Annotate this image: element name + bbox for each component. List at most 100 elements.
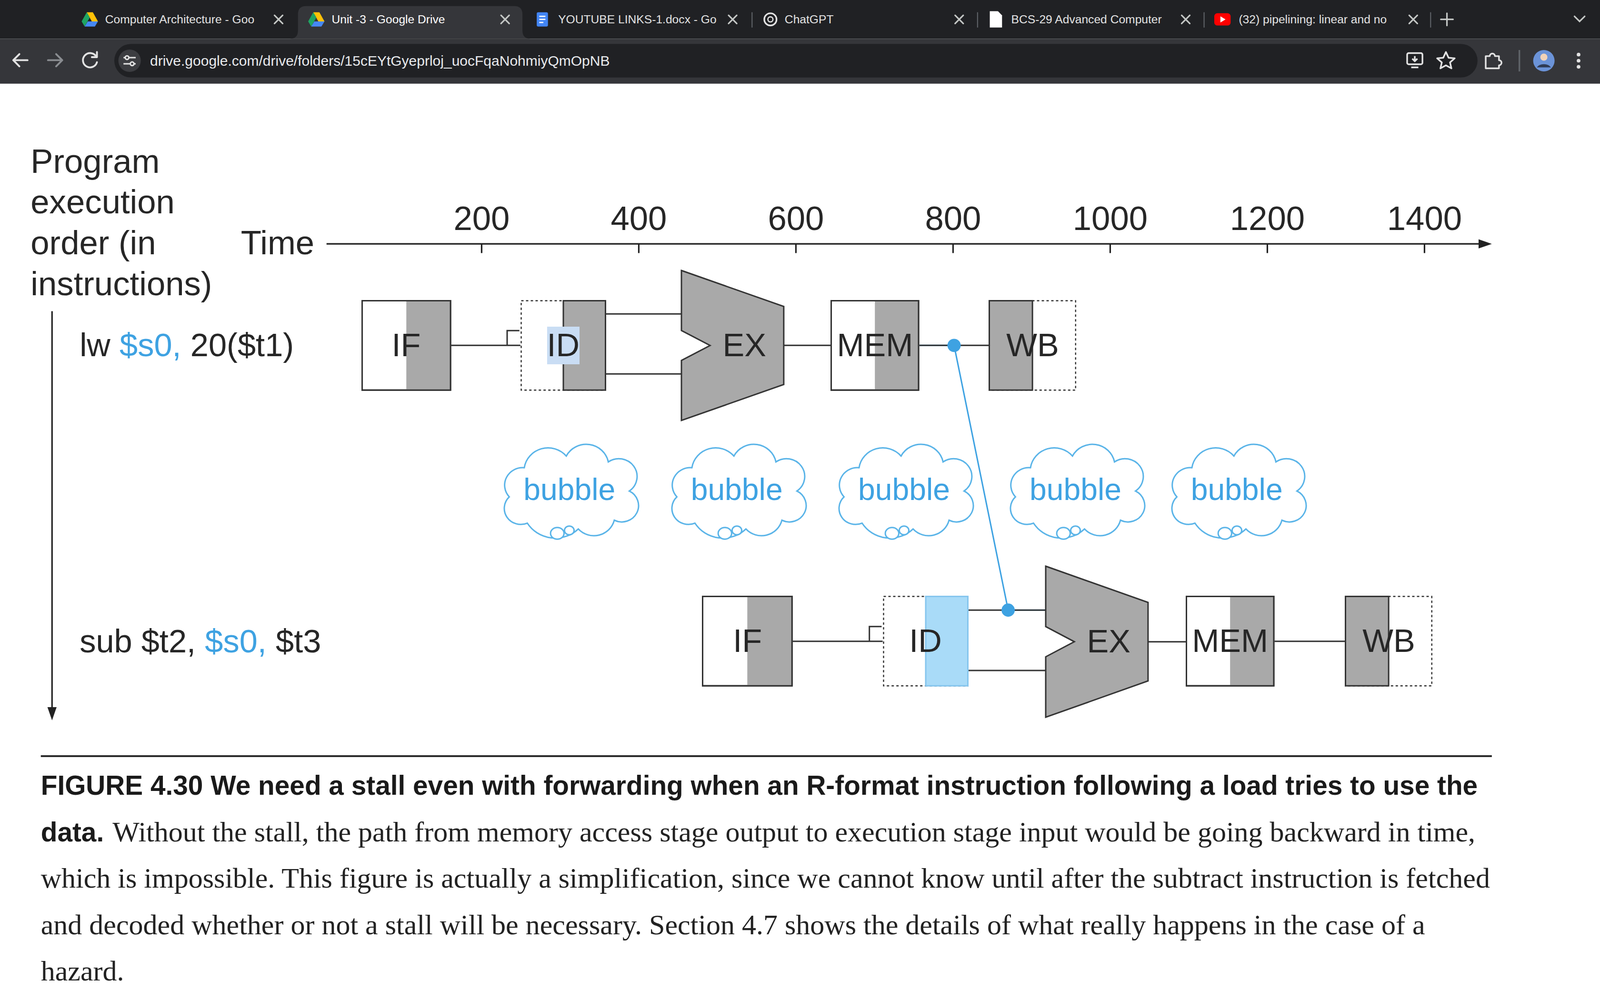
- tab-title: YOUTUBE LINKS-1.docx - Go: [558, 12, 717, 27]
- alu-shape: [1045, 566, 1149, 718]
- cloud-puff: [1070, 526, 1080, 535]
- stage-label: WB: [1362, 622, 1415, 660]
- register-mark: [507, 330, 520, 345]
- toolbar-right-icons: [1407, 50, 1520, 72]
- cloud-puff: [885, 527, 899, 540]
- menu-dot: [1576, 52, 1581, 57]
- pipeline-wire: [1274, 640, 1345, 642]
- address-bar: [114, 43, 1478, 78]
- toolbar: [0, 38, 1600, 84]
- stage-border: [702, 596, 793, 687]
- tab-close-icons: [274, 13, 1585, 26]
- stage-border: [989, 300, 1076, 391]
- pipeline-stage-box: WB: [988, 300, 1077, 391]
- time-axis-arrowhead: [1478, 239, 1492, 249]
- cloud-shape: [671, 444, 807, 539]
- stage-border: [1186, 596, 1274, 687]
- cloud-puff: [1231, 526, 1242, 535]
- axis-tick: [638, 243, 640, 253]
- chatgpt-icon: [768, 16, 774, 22]
- time-tick-label: 200: [453, 199, 510, 238]
- pipeline-stage-box: IF: [701, 595, 793, 687]
- pipeline-stage-box: MEM: [1185, 595, 1275, 687]
- document-icon: [990, 11, 1003, 28]
- time-tick-label: 1000: [1072, 199, 1148, 238]
- pipeline-wire: [968, 610, 1047, 671]
- tab-title: (32) pipelining: linear and no: [1238, 12, 1387, 27]
- tab-separator: [751, 12, 753, 28]
- profile-avatar-body: [1536, 64, 1551, 68]
- axis-tick: [795, 243, 797, 253]
- pipeline-wire: [792, 640, 883, 642]
- tab-close-icon: [955, 15, 964, 24]
- cloud-shape: [1010, 444, 1145, 539]
- bubble-cloud: bubble: [661, 438, 812, 541]
- extensions-icon: [1485, 53, 1502, 69]
- tab-close-icon: [500, 15, 510, 24]
- drive-icon-part: [311, 21, 325, 27]
- register-mark: [869, 626, 882, 641]
- cloud-shape: [504, 444, 639, 539]
- caption-body: Without the stall, the path from memory …: [40, 816, 1490, 988]
- stage-label: EX: [1087, 622, 1131, 661]
- time-tick-label: 600: [767, 199, 824, 238]
- bubble-label: bubble: [858, 472, 950, 508]
- cloud-puff: [564, 526, 575, 535]
- stage-label: MEM: [1191, 622, 1269, 660]
- youtube-icon-play: [1220, 16, 1226, 23]
- drive-icon-part: [84, 21, 99, 27]
- time-tick-label: 400: [610, 199, 667, 238]
- bubble-label: bubble: [690, 472, 783, 508]
- forward-icon: [48, 54, 63, 67]
- cloud-puff: [731, 526, 742, 535]
- tab-title: ChatGPT: [784, 12, 834, 27]
- pipeline-stage-box: IF: [361, 300, 452, 391]
- profile-avatar-face: [1540, 53, 1548, 61]
- pipeline-wire: [783, 344, 831, 347]
- tab-title: BCS-29 Advanced Computer: [1011, 12, 1162, 27]
- stage-border: [520, 300, 606, 391]
- alu-stage: EX: [681, 270, 784, 421]
- chatgpt-icon: [764, 13, 777, 26]
- stage-border: [1345, 596, 1432, 687]
- toolbar-icons: [13, 51, 98, 68]
- menu-icon: [1576, 52, 1581, 69]
- youtube-icon: [1214, 13, 1231, 26]
- tab-close-icon: [1181, 15, 1190, 24]
- stage-border: [361, 300, 451, 391]
- bubble-cloud: bubble: [1161, 438, 1312, 541]
- tab-separators: [751, 12, 1431, 28]
- stage-label: IF: [732, 622, 762, 660]
- reload-icon-head: [91, 51, 98, 58]
- axis-tick: [1423, 243, 1426, 253]
- docs-icon-line: [539, 18, 546, 20]
- tab-separator: [977, 12, 979, 28]
- stage-border: [702, 596, 793, 687]
- docs-icon-line: [539, 21, 544, 24]
- install-icon-arrow: [1411, 56, 1419, 68]
- axis-tick: [952, 243, 954, 253]
- tab-separator: [1203, 12, 1205, 28]
- tab-close-icon: [728, 15, 737, 24]
- caption-rule: [40, 755, 1492, 758]
- axis-title: Program execution order (in instructions…: [30, 140, 261, 305]
- program-order-axis: [51, 311, 53, 710]
- drive-icon: [81, 12, 98, 27]
- bubble-label: bubble: [1190, 472, 1283, 508]
- instruction-operand: 20($t1): [190, 326, 294, 364]
- new-tab-icon: [1440, 13, 1454, 26]
- profile-avatar: [1533, 50, 1555, 72]
- stage-label: WB: [1006, 326, 1059, 365]
- drive-icon: [308, 12, 325, 27]
- instruction-opcode: lw: [79, 326, 111, 364]
- docs-icon: [536, 12, 549, 27]
- forwarding-dot: [1001, 603, 1015, 617]
- docs-icon-lines: [539, 16, 546, 23]
- cloud-shape: [839, 444, 974, 539]
- instruction-text: lw$s0,20($t1): [79, 326, 294, 364]
- pipeline-stage-box: MEM: [830, 300, 920, 391]
- pipeline-wire: [606, 313, 682, 374]
- pipeline-wire: [1148, 640, 1186, 643]
- stage-label: MEM: [837, 326, 914, 365]
